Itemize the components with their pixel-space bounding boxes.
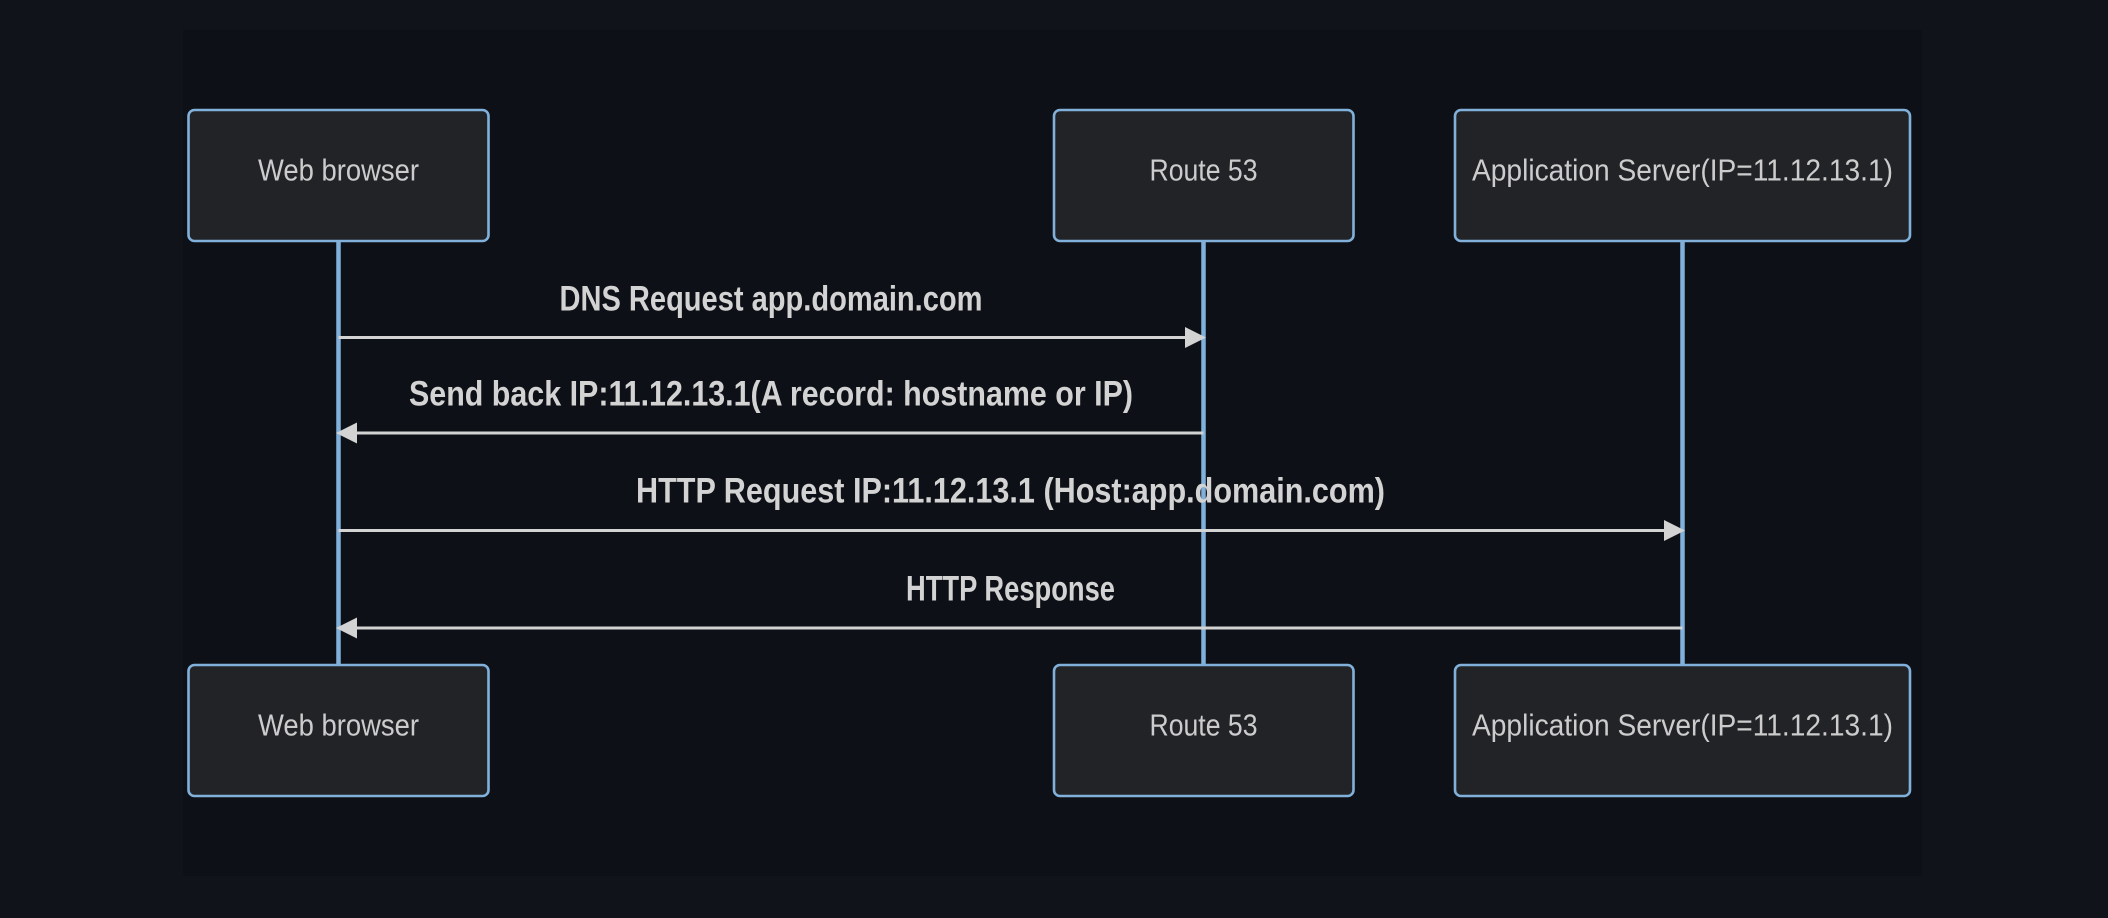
svg-text:DNS Request app.domain.com: DNS Request app.domain.com <box>560 280 983 319</box>
svg-text:Send back IP:11.12.13.1(A reco: Send back IP:11.12.13.1(A record: hostna… <box>409 375 1133 414</box>
svg-text:Application Server(IP=11.12.13: Application Server(IP=11.12.13.1) <box>1472 708 1893 743</box>
svg-text:HTTP Request IP:11.12.13.1 (Ho: HTTP Request IP:11.12.13.1 (Host:app.dom… <box>636 472 1385 511</box>
svg-text:Route 53: Route 53 <box>1150 153 1258 188</box>
svg-text:Route 53: Route 53 <box>1150 708 1258 743</box>
svg-text:Web browser: Web browser <box>258 708 419 743</box>
svg-text:Application Server(IP=11.12.13: Application Server(IP=11.12.13.1) <box>1472 153 1893 188</box>
svg-text:HTTP Response: HTTP Response <box>906 570 1115 609</box>
svg-text:Web browser: Web browser <box>258 153 419 188</box>
